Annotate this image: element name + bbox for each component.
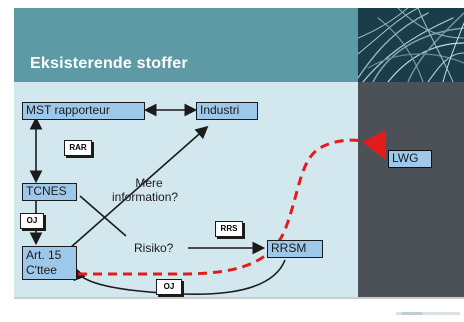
doc-oj-bottom-label: OJ	[163, 282, 175, 291]
dark-panel	[358, 82, 464, 297]
art15-industri-arrow	[69, 125, 209, 249]
node-mst-label: MST rapporteur	[26, 103, 110, 117]
node-industri: Industri	[196, 102, 258, 120]
doc-rar-label: RAR	[69, 143, 87, 152]
doc-oj-left-label: OJ	[26, 216, 38, 225]
document-icon-rar: RAR	[64, 140, 92, 156]
doc-rrs-label: RRS	[220, 224, 238, 233]
bottom-rule	[14, 297, 464, 299]
node-lwg-label: LWG	[392, 151, 419, 165]
node-lwg: LWG	[388, 150, 432, 168]
node-mst-rapporteur: MST rapporteur	[22, 102, 145, 120]
node-industri-label: Industri	[200, 103, 240, 117]
document-icon-oj-bottom: OJ	[156, 279, 182, 295]
document-icon-oj-left: OJ	[20, 213, 44, 229]
node-rrsm-label: RRSM	[271, 241, 307, 255]
mere-information-label: Mere information?	[112, 176, 178, 204]
node-art15-line2: C'ttee	[26, 263, 57, 277]
grass-image	[358, 8, 464, 82]
node-rrsm: RRSM	[267, 240, 323, 258]
tcnes-risiko-line	[79, 195, 127, 237]
mere-line2: information?	[112, 190, 179, 204]
document-icon-rrs: RRS	[215, 221, 243, 237]
node-tcnes-label: TCNES	[26, 184, 67, 198]
title-bar	[14, 8, 358, 82]
node-art15-line1: Art. 15	[26, 248, 62, 262]
footer-logo	[396, 304, 460, 315]
node-tcnes: TCNES	[22, 183, 77, 201]
mere-line1: Mere	[135, 176, 163, 190]
dashed-red-arrow	[78, 129, 387, 276]
risiko-label: Risiko?	[134, 241, 174, 255]
node-art15: Art. 15 C'ttee	[22, 246, 77, 280]
slide-title: Eksisterende stoffer	[30, 55, 188, 72]
